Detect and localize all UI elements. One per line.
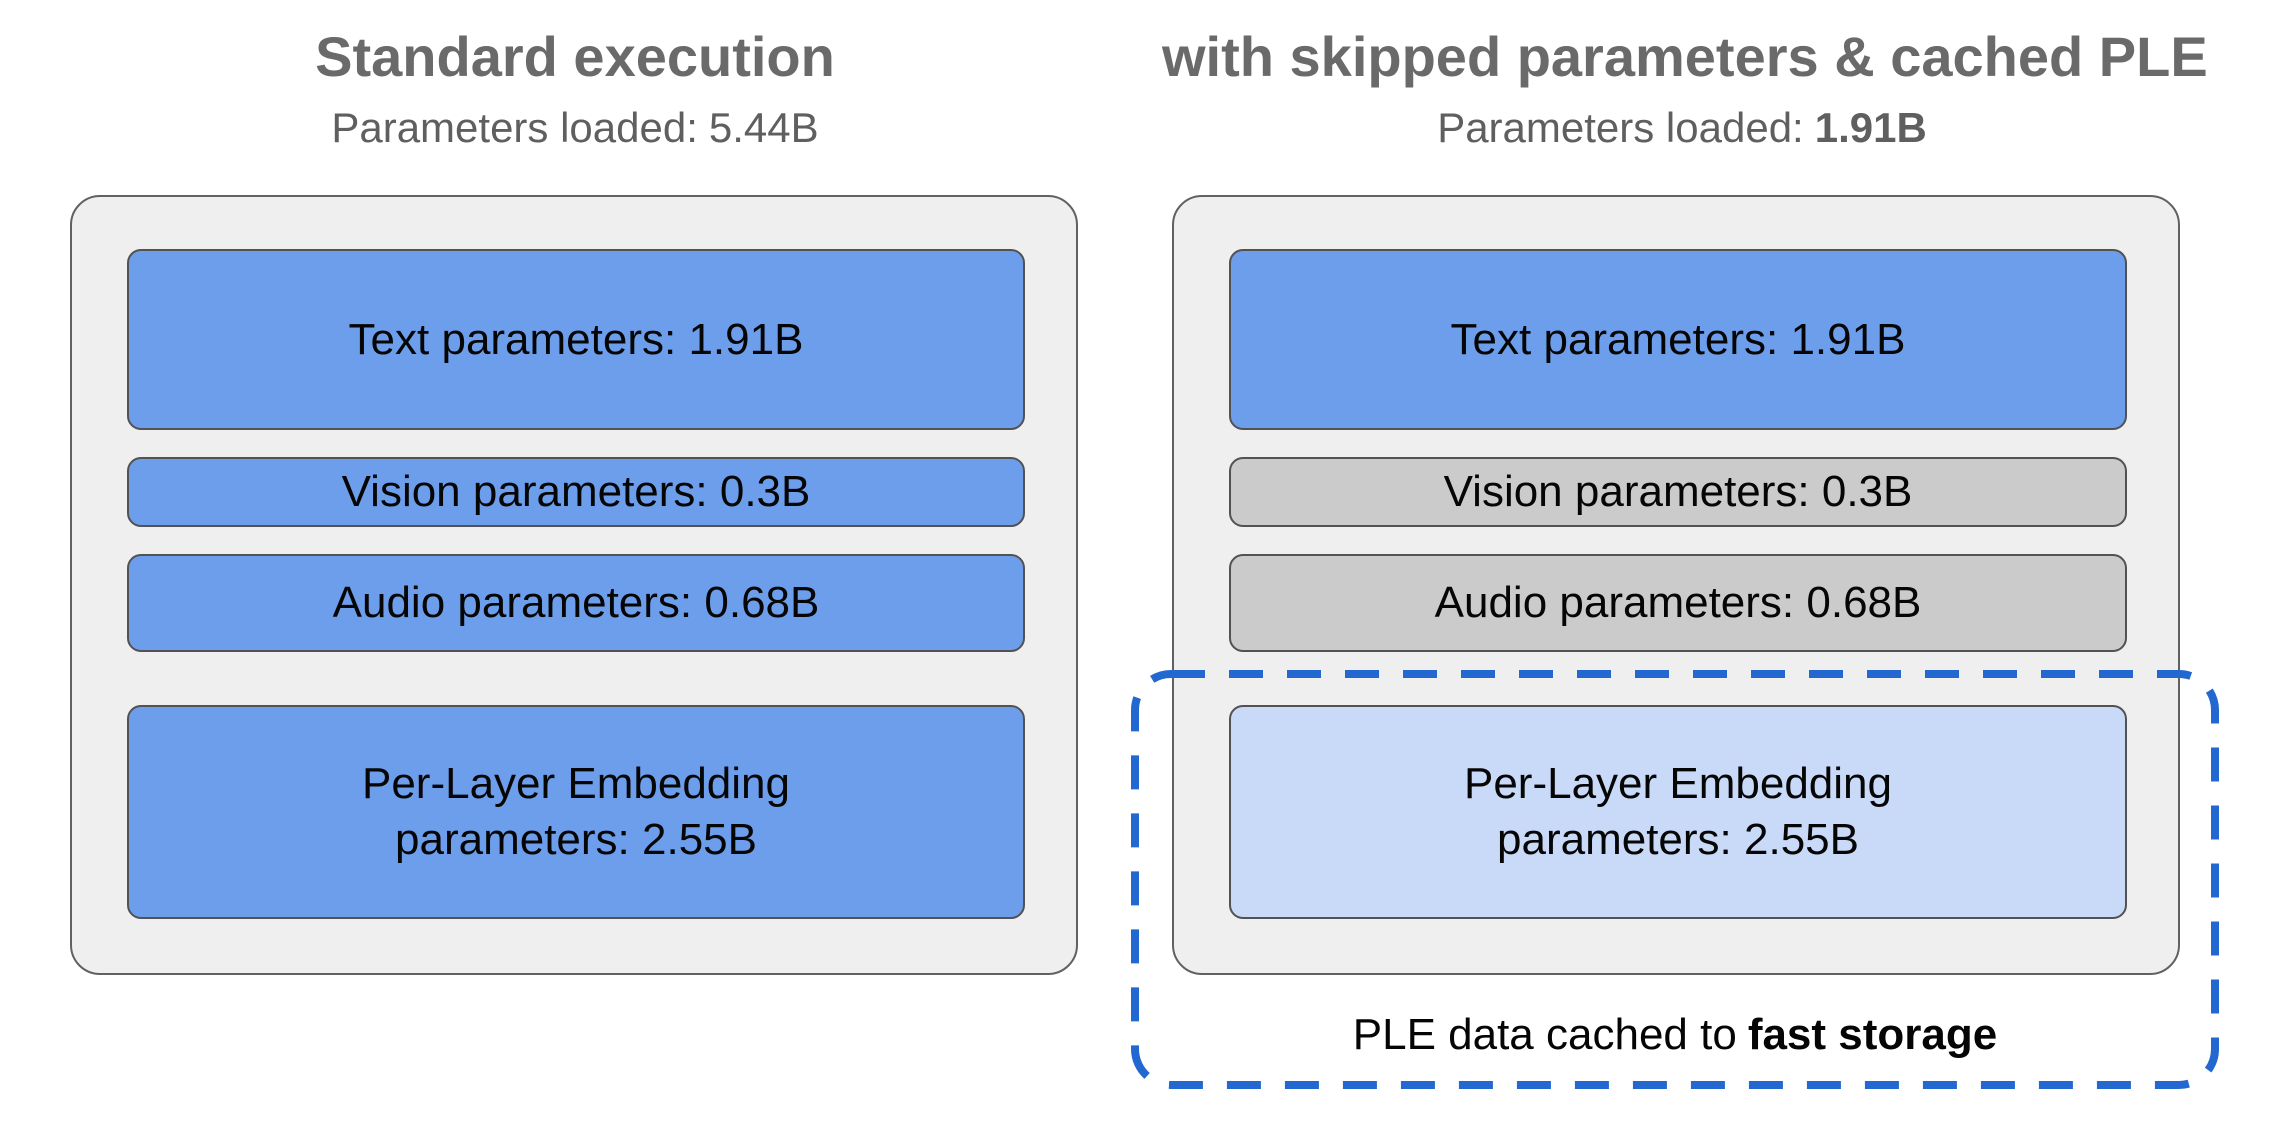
ple-cache-caption-bold: fast storage (1747, 1010, 1998, 1059)
ple-params-box-left: Per-Layer Embedding parameters: 2.55B (127, 705, 1025, 919)
vision-params-box-right: Vision parameters: 0.3B (1229, 457, 2127, 527)
ple-params-line1-right: Per-Layer Embedding (1463, 759, 1892, 808)
right-column-header: with skipped parameters & cached PLE Par… (1162, 24, 2208, 154)
ple-cache-dashed-outline (1131, 670, 2219, 1089)
left-title: Standard execution (315, 25, 835, 88)
right-subtitle: Parameters loaded:1.91B (1162, 102, 2202, 154)
right-title: with skipped parameters & cached PLE (1162, 25, 2208, 88)
text-params-box-right: Text parameters: 1.91B (1229, 249, 2127, 430)
skipped-params-panel: Text parameters: 1.91B Vision parameters… (1172, 195, 2180, 975)
audio-params-box-right: Audio parameters: 0.68B (1229, 554, 2127, 652)
audio-params-label-right: Audio parameters: 0.68B (1434, 578, 1922, 627)
left-subtitle: Parameters loaded:5.44B (70, 102, 1080, 154)
left-column-header: Standard execution Parameters loaded:5.4… (70, 24, 1080, 154)
left-subtitle-value: 5.44B (708, 104, 819, 151)
audio-params-label-left: Audio parameters: 0.68B (332, 578, 820, 627)
text-params-label-left: Text parameters: 1.91B (348, 314, 804, 364)
text-params-label-right: Text parameters: 1.91B (1450, 314, 1906, 364)
ple-params-line1-left: Per-Layer Embedding (361, 759, 790, 808)
right-subtitle-value: 1.91B (1814, 104, 1927, 151)
audio-params-box-left: Audio parameters: 0.68B (127, 554, 1025, 652)
vision-params-box-left: Vision parameters: 0.3B (127, 457, 1025, 527)
ple-params-box-right: Per-Layer Embedding parameters: 2.55B (1229, 705, 2127, 919)
right-subtitle-label: Parameters loaded: (1437, 104, 1804, 151)
vision-params-label-left: Vision parameters: 0.3B (341, 467, 811, 516)
ple-params-line2-left: parameters: 2.55B (395, 815, 757, 864)
standard-execution-panel: Text parameters: 1.91B Vision parameters… (70, 195, 1078, 975)
left-subtitle-label: Parameters loaded: (331, 104, 698, 151)
text-params-box-left: Text parameters: 1.91B (127, 249, 1025, 430)
ple-cache-caption-prefix: PLE data cached to (1352, 1010, 1737, 1059)
vision-params-label-right: Vision parameters: 0.3B (1443, 467, 1913, 516)
ple-params-line2-right: parameters: 2.55B (1497, 815, 1859, 864)
